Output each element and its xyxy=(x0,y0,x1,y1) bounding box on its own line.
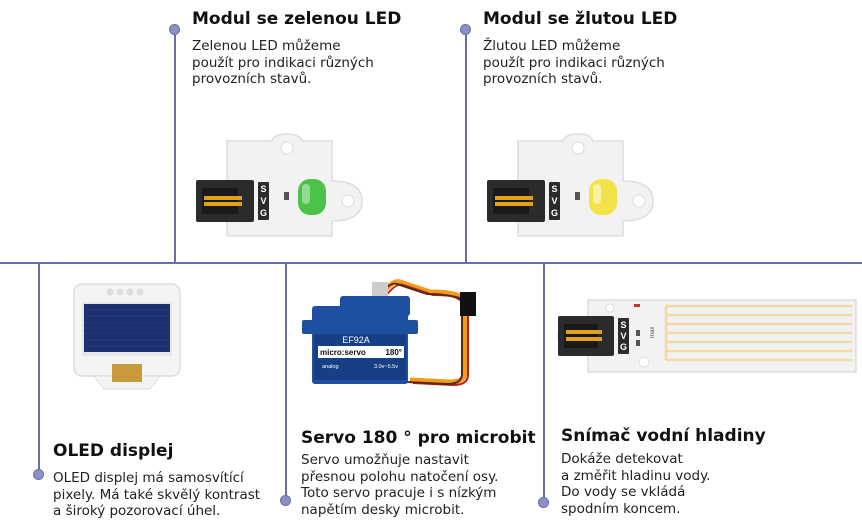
yellow-pin-label-s: S xyxy=(551,184,557,194)
yellow-led-title: Modul se žlutou LED xyxy=(483,9,678,29)
water-sensor-title: Snímač vodní hladiny xyxy=(561,426,766,446)
connector-yellow-led xyxy=(465,34,467,263)
green-led-bulb xyxy=(298,179,326,215)
yellow-pin-label-v: V xyxy=(551,196,557,206)
oled-description: OLED displej má samosvítící pixely. Má t… xyxy=(53,470,261,519)
marker-dot-servo xyxy=(280,495,291,506)
servo-label-brand: micro:servo xyxy=(320,348,366,357)
servo-image: EF92A micro:servo 180° analog 3.0v~5.5v xyxy=(302,279,476,387)
yellow-led-description: Žlutou LED můžeme použít pro indikaci rů… xyxy=(483,38,665,87)
servo-title: Servo 180 ° pro microbit xyxy=(301,428,536,448)
green-pin-label-s: S xyxy=(260,184,266,194)
horizontal-divider-line xyxy=(0,262,862,264)
oled-title: OLED displej xyxy=(53,441,174,461)
oled-display-image xyxy=(73,283,181,390)
water-sensor-image: S V G max xyxy=(557,299,857,373)
water-pin-label-v: V xyxy=(620,331,626,341)
servo-label-angle: 180° xyxy=(385,348,402,357)
servo-label-voltage: 3.0v~5.5v xyxy=(374,364,398,370)
connector-servo xyxy=(285,263,287,499)
servo-label-type: analog xyxy=(322,364,339,370)
marker-dot-green-led xyxy=(169,24,180,35)
yellow-pin-label-g: G xyxy=(551,208,558,218)
green-led-description: Zelenou LED můžeme použít pro indikaci r… xyxy=(192,38,374,87)
connector-water xyxy=(543,263,545,501)
connector-green-led xyxy=(174,34,176,263)
green-pin-label-g: G xyxy=(260,208,267,218)
water-pin-label-s: S xyxy=(620,320,626,330)
green-pin-label-v: V xyxy=(260,196,266,206)
connector-oled xyxy=(38,263,40,473)
marker-dot-yellow-led xyxy=(460,24,471,35)
yellow-led-module-image: S V G xyxy=(487,133,654,237)
servo-description: Servo umožňuje nastavit přesnou polohu n… xyxy=(301,452,499,518)
water-pin-label-g: G xyxy=(620,342,627,352)
green-led-module-image: S V G xyxy=(196,133,363,237)
water-sensor-description: Dokáže detekovat a změřit hladinu vody. … xyxy=(561,451,711,517)
marker-dot-water xyxy=(538,497,549,508)
green-led-title: Modul se zelenou LED xyxy=(192,9,402,29)
marker-dot-oled xyxy=(33,469,44,480)
water-label-max: max xyxy=(650,327,656,338)
servo-label-model: EF92A xyxy=(342,335,370,345)
